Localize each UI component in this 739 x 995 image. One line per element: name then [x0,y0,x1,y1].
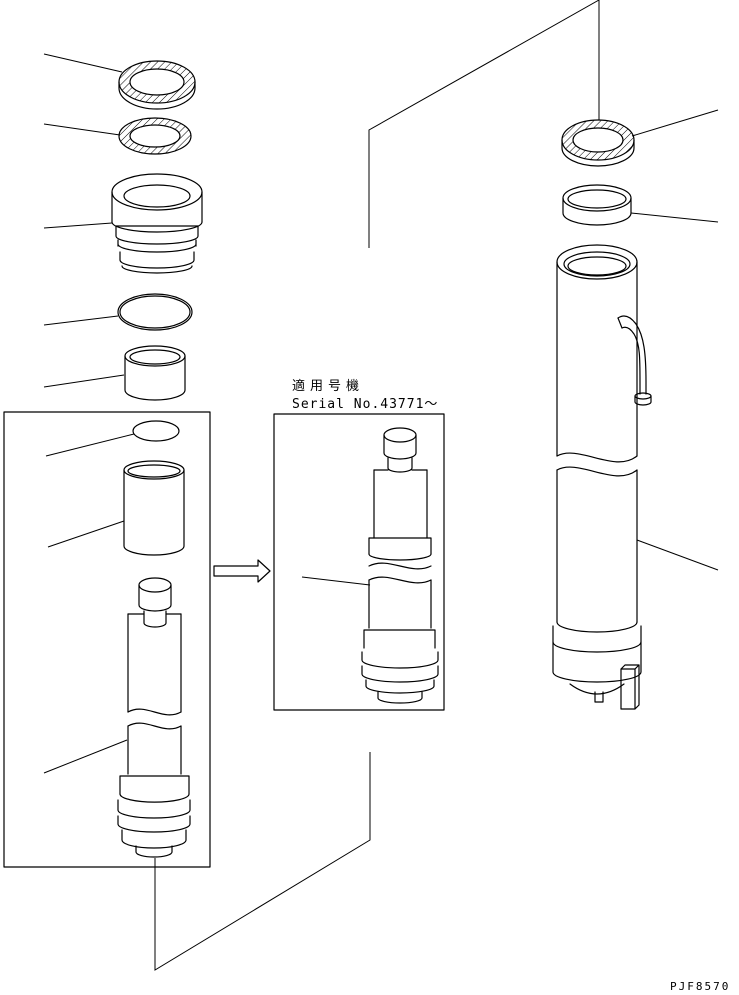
new-part-box [273,413,445,711]
seal-ring-top [118,60,196,110]
leader-line-6 [45,433,135,457]
leader-line-new-plunger [301,576,371,586]
serial-label-jp: 適用号機 [292,378,364,394]
leader-line-4 [43,315,119,326]
replacement-arrow [213,559,271,583]
seal-ring-right [561,119,635,167]
leader-line-1 [43,53,123,73]
assembly-line-upper [368,0,600,248]
wear-ring-right [562,184,632,226]
superseded-parts-box [3,411,211,868]
leader-line-8 [43,739,128,774]
drawing-code: PJF8570 [670,980,730,993]
plunger-new [361,427,439,704]
bushing [124,345,186,401]
o-ring-small [132,420,180,442]
leader-line-9 [631,109,719,137]
leader-line-7 [47,520,125,548]
leader-line-3 [43,222,113,229]
leader-line-11 [636,539,719,571]
pump-barrel [552,244,652,710]
leader-line-5 [43,374,125,388]
seal-ring-second [118,117,192,155]
gland-nut [111,173,203,274]
leader-line-2 [43,123,121,136]
serial-label: Serial No.43771～ [292,397,438,412]
plunger-old [117,577,191,858]
o-ring-large [117,293,193,331]
leader-line-10 [630,212,719,223]
assembly-line-lower [154,752,371,971]
sleeve [123,460,185,556]
